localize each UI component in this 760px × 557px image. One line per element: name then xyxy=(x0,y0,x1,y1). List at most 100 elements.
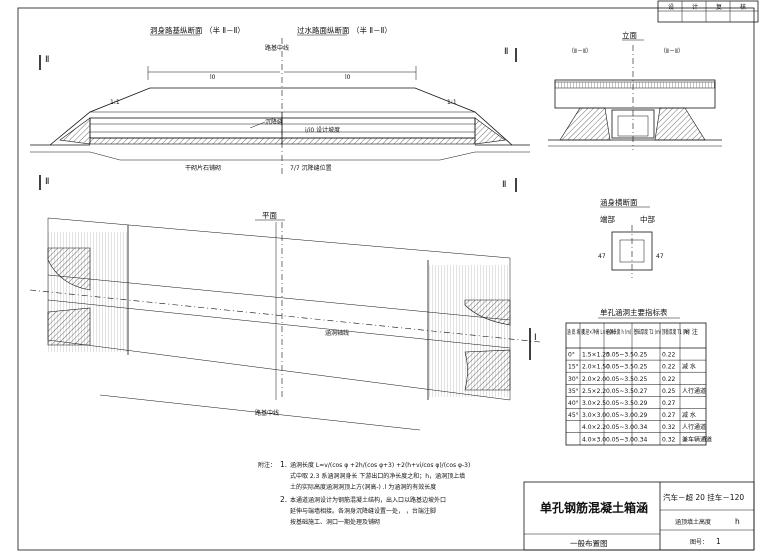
th-0: 涵 底 坡 度 xyxy=(567,328,585,336)
elevation-note-slope: i/i0 设计坡度 xyxy=(305,126,340,134)
header-cell-2: 复 xyxy=(716,3,722,11)
title-fill-symbol: h xyxy=(735,517,740,526)
table-cell-r1-c4: 0.22 xyxy=(662,364,676,371)
table-cell-r2-c4: 0.22 xyxy=(662,376,676,383)
elevation-left-title-sub: （半 Ⅱ－Ⅱ） xyxy=(205,25,245,35)
notes-num-1: 1. xyxy=(280,460,287,469)
elevation-note-paving: 干砌片石铺砌 xyxy=(185,164,221,172)
elevation-right-title-sub: （半 Ⅱ－Ⅱ） xyxy=(352,25,392,35)
notes-label: 附注： xyxy=(258,461,276,469)
table-cell-r7-c2: 0.05~3.0 xyxy=(606,436,634,443)
table-cell-r5-c3: 0.29 xyxy=(634,412,648,419)
plan-wing-left-bottom xyxy=(47,307,91,346)
notes-line1c: 土的实际高度涵洞洞顶上方(洞高-) .l 为涵洞的有效长度 xyxy=(290,483,436,491)
section-detail: 涵身横断面 端部 中部 47 47 xyxy=(598,197,664,278)
slope-right: 1:1 xyxy=(447,99,457,106)
th-1: 孔径×净高 L×H (m) xyxy=(582,328,616,336)
table-cell-r6-c2: 0.05~3.0 xyxy=(606,424,634,431)
table-cell-r0-c1: 1.5×1.25 xyxy=(582,352,610,359)
section-detail-dim-left: 47 xyxy=(598,253,606,260)
sheet-border xyxy=(17,7,755,551)
table-cell-r3-c1: 2.5×2.2 xyxy=(582,388,606,395)
table-cell-r1-c2: 0.05~3.5 xyxy=(606,364,634,371)
elevation-note-joint: 沉降缝 xyxy=(265,118,283,126)
front-view-left-label: （Ⅱ－Ⅱ） xyxy=(568,48,592,55)
front-view-title: 立面 xyxy=(622,30,637,40)
th-5: 附 注 xyxy=(684,328,698,336)
table-cell-r5-c1: 3.0×3.0 xyxy=(582,412,606,419)
table-cell-r6-c1: 4.0×2.2 xyxy=(582,424,606,431)
header-cell-0: 设 xyxy=(668,3,674,11)
table-cell-r2-c2: 0.05~3.5 xyxy=(606,376,634,383)
section-detail-left: 端部 xyxy=(600,214,615,224)
section-mark-tl: Ⅱ xyxy=(45,55,49,65)
table-cell-r1-c1: 2.0×1.50 xyxy=(582,364,610,371)
table-cell-r3-c4: 0.25 xyxy=(662,388,676,395)
elevation-right-title: 过水路面纵断面 xyxy=(297,25,350,35)
plan-bottom-note: 路基中线 xyxy=(255,409,279,417)
th-3: 基础厚度 T2 (m) xyxy=(634,328,661,336)
notes-line2: 本通道涵洞设计为钢筋混凝土结构，出入口以路基边坡外口 xyxy=(290,496,446,504)
table-cell-r7-c1: 4.0×3.0 xyxy=(582,436,606,443)
elevation-dim-left: l0 xyxy=(210,74,216,81)
notes: 附注： 1. 涵洞长度 L=v/(cos φ +2h/(cos φ+3) +2(… xyxy=(258,460,470,526)
header-cell-3: 核 xyxy=(740,3,746,11)
title-fill-label: 涵顶填土高度 xyxy=(675,518,711,526)
elevation-view: 洞身路基纵断面 （半 Ⅱ－Ⅱ） 过水路面纵断面 （半 Ⅱ－Ⅱ） Ⅱ Ⅱ Ⅱ Ⅱ … xyxy=(30,25,530,192)
elevation-left-title: 洞身路基纵断面 xyxy=(150,25,203,35)
table-cell-r3-c0: 35° xyxy=(568,388,579,395)
plan-section-mark: Ⅰ xyxy=(534,333,537,343)
slope-left: 1:1 xyxy=(110,99,120,106)
title-sub: 一般布置图 xyxy=(570,538,608,548)
table-cell-r7-c5: 兼车辆通道 xyxy=(682,435,712,443)
table-cell-r1-c0: 15° xyxy=(568,364,579,371)
table-cell-r7-c4: 0.32 xyxy=(662,436,676,443)
plan-view: 平面 Ⅰ 涵洞轴线 路基中线 xyxy=(29,211,541,431)
notes-line2b: 延伸与端墙相接。各洞身沉降缝设置一处， ，台端注脚 xyxy=(290,507,436,515)
title-sheet-label: 图号： xyxy=(690,539,708,546)
header-cell-1: 计 xyxy=(692,3,698,11)
table-cell-r0-c4: 0.22 xyxy=(662,352,676,359)
table-cell-r4-c3: 0.29 xyxy=(634,400,648,407)
table-cell-r5-c4: 0.27 xyxy=(662,412,676,419)
table-cell-r4-c0: 40° xyxy=(568,400,579,407)
table-cell-r2-c1: 2.0×2.0 xyxy=(582,376,606,383)
table-cell-r5-c2: 0.05~3.0 xyxy=(606,412,634,419)
notes-line1: 涵洞长度 L=v/(cos φ +2h/(cos φ+3) +2(h+vi/co… xyxy=(290,461,470,469)
section-mark-br: Ⅱ xyxy=(502,180,506,190)
notes-line1b: 式中取 2.3 系涵洞洞身长 下游出口的净长度之和；h，涵洞顶上填 xyxy=(290,472,465,480)
table-cell-r0-c2: 0.05~3.5 xyxy=(606,352,634,359)
table-cell-r2-c3: 0.25 xyxy=(634,376,648,383)
title-block: 单孔钢筋混凝土箱涵 一般布置图 汽车－超 20 挂车－120 涵顶填土高度 h … xyxy=(523,481,755,551)
table-cell-r3-c2: 0.05~3.5 xyxy=(606,388,634,395)
plan-wing-right-bottom xyxy=(464,349,511,391)
elevation-dim-right: l0 xyxy=(345,74,351,81)
title-sheet-no: 1 xyxy=(716,537,721,546)
table-cell-r2-c0: 30° xyxy=(568,376,579,383)
table-title: 单孔涵洞主要指标表 xyxy=(600,307,668,317)
elevation-note-joint-pos: 7/7 沉降缝位置 xyxy=(290,164,332,172)
notes-num-2: 2. xyxy=(280,495,287,504)
plan-wing-right-top xyxy=(464,299,511,326)
table-cell-r6-c4: 0.32 xyxy=(662,424,676,431)
table-cell-r6-c3: 0.34 xyxy=(634,424,648,431)
notes-line2c: 按基础施工、洞口一期处理及铺砌 xyxy=(290,518,380,526)
index-table: 单孔涵洞主要指标表 涵 底 坡 度 孔径×净高 L×H (m) 涵洞长度 h (… xyxy=(565,307,712,446)
table-cell-r5-c0: 45° xyxy=(568,412,579,419)
table-cell-r4-c1: 3.0×2.5 xyxy=(582,400,606,407)
front-view-right-label: （Ⅱ－Ⅱ） xyxy=(660,48,684,55)
th-2: 涵洞长度 h (m) xyxy=(606,328,631,336)
table-cell-r3-c3: 0.27 xyxy=(634,388,648,395)
table-cell-r7-c3: 0.34 xyxy=(634,436,648,443)
table-cell-r3-c5: 人行通道 xyxy=(682,387,706,395)
section-detail-dim-right: 47 xyxy=(656,253,664,260)
section-mark-bl: Ⅱ xyxy=(45,177,49,187)
plan-wing-left-top xyxy=(47,247,91,291)
title-load: 汽车－超 20 挂车－120 xyxy=(663,492,744,502)
title-main: 单孔钢筋混凝土箱涵 xyxy=(540,500,648,515)
elevation-note-centerline: 路基中线 xyxy=(265,44,289,52)
plan-note: 涵洞轴线 xyxy=(325,329,349,337)
table-cell-r4-c2: 0.05~3.5 xyxy=(606,400,634,407)
table-cell-r1-c5: 减 水 xyxy=(682,363,696,371)
